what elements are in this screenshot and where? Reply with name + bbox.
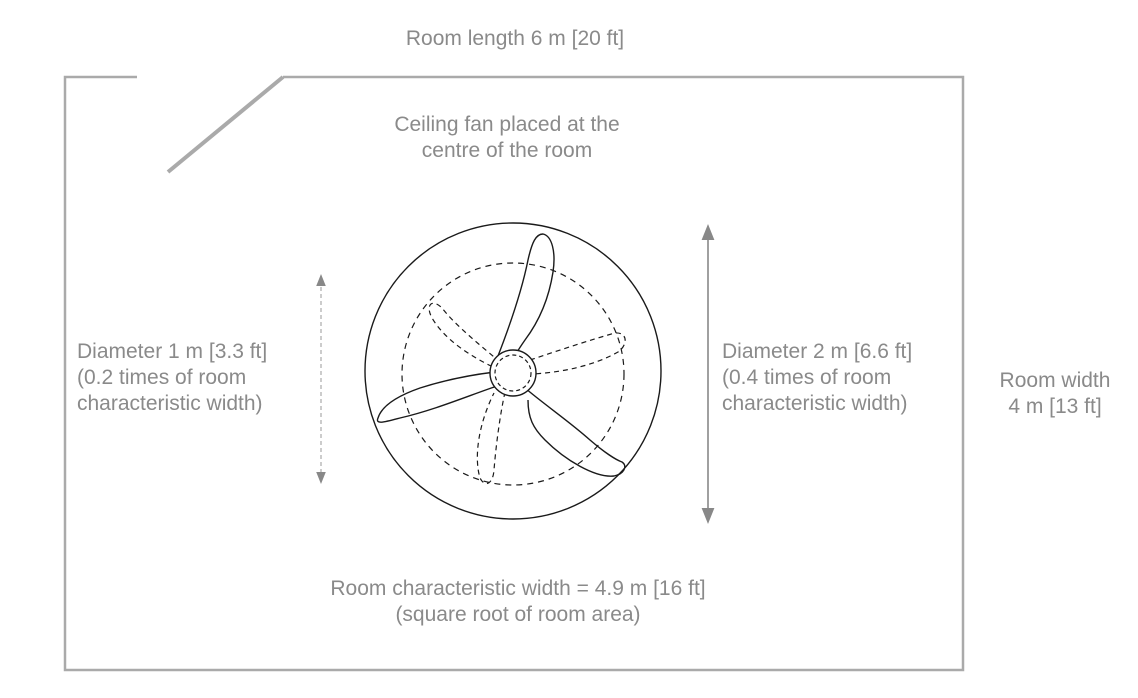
room-length-label: Room length 6 m [20 ft]	[405, 27, 625, 50]
room-width-line-2: 4 m [13 ft]	[1008, 395, 1102, 418]
diameter-large-line-2: (0.4 times of room	[722, 366, 892, 389]
fan-small-blades	[428, 302, 626, 485]
characteristic-width-line-1: Room characteristic width = 4.9 m [16 ft…	[330, 577, 706, 600]
diameter-small-label: Diameter 1 m [3.3 ft] (0.2 times of room…	[77, 339, 267, 417]
fan-hub	[489, 349, 537, 397]
diameter-large-line-1: Diameter 2 m [6.6 ft]	[722, 340, 913, 363]
diameter-large-label: Diameter 2 m [6.6 ft] (0.4 times of room…	[722, 339, 912, 417]
fan-hub-inner	[494, 354, 532, 392]
characteristic-width-line-2: (square root of room area)	[395, 603, 641, 626]
diameter-small-line-1: Diameter 1 m [3.3 ft]	[77, 340, 268, 363]
fan-placement-label: Ceiling fan placed at the centre of the …	[352, 112, 662, 164]
diameter-small-line-2: (0.2 times of room	[77, 366, 247, 389]
diameter-small-line-3: characteristic width)	[77, 392, 263, 415]
room-wall	[63, 75, 965, 672]
door-line	[166, 75, 285, 174]
diameter-large-line-3: characteristic width)	[722, 392, 908, 415]
characteristic-width-label: Room characteristic width = 4.9 m [16 ft…	[268, 576, 768, 628]
fan-placement-line-1: Ceiling fan placed at the	[394, 113, 620, 136]
fan-placement-line-2: centre of the room	[421, 139, 593, 162]
fan-large-blades	[376, 233, 626, 477]
room-width-line-1: Room width	[999, 369, 1111, 392]
fan-inner-dashed-circle	[401, 262, 625, 486]
room-width-label: Room width 4 m [13 ft]	[975, 368, 1135, 420]
fan-outer-circle	[364, 222, 662, 520]
